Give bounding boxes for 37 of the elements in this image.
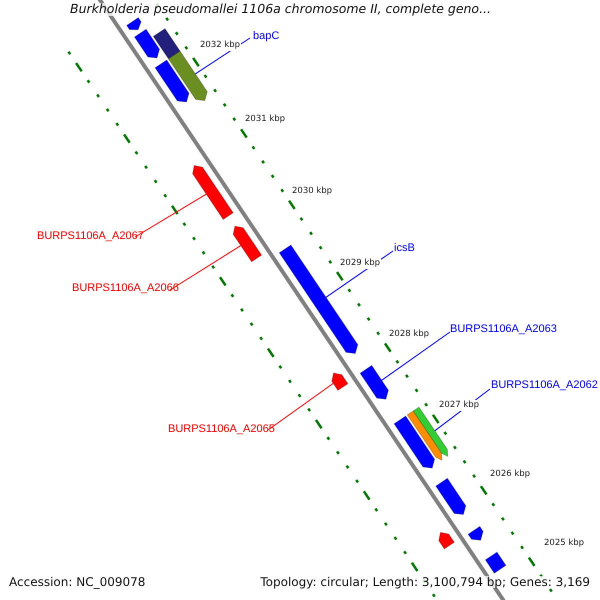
gene-label: icsB	[394, 243, 415, 254]
gene-feature	[232, 226, 262, 262]
gene-feature	[331, 372, 348, 391]
leader-line	[134, 194, 207, 238]
gene-feature	[192, 165, 234, 220]
gene-label: BURPS1106A_A2065	[168, 424, 275, 435]
scale-label: 2029 kbp	[339, 258, 382, 268]
title: Burkholderia pseudomallei 1106a chromosome II, complete geno...	[70, 3, 491, 16]
genome-summary: Topology: circular; Length: 3,100,794 bp; Genes: 3,169	[260, 576, 590, 588]
scale-label: 2025 kbp	[543, 538, 586, 548]
leader-line	[381, 332, 450, 381]
gene-feature	[438, 532, 455, 550]
gene-feature	[412, 406, 448, 458]
gene-label: BURPS1106A_A2066	[72, 283, 179, 294]
scale-label: 2027 kbp	[438, 400, 480, 410]
gene-label: BURPS1106A_A2067	[37, 231, 144, 242]
gene-feature	[168, 50, 208, 102]
gene-feature	[406, 410, 442, 461]
scale-label: 2032 kbp	[199, 40, 242, 50]
leader-line	[170, 245, 242, 290]
gene-feature	[394, 415, 436, 469]
gene-feature	[134, 28, 160, 58]
scale-label: 2030 kbp	[291, 186, 334, 196]
gene-feature	[154, 59, 190, 102]
scale-label: 2028 kbp	[388, 329, 430, 340]
gene-feature	[484, 552, 506, 574]
accession-text: Accession: NC_009078	[9, 576, 146, 588]
gene-label: BURPS1106A_A2062	[491, 380, 598, 391]
gene-feature	[435, 478, 466, 515]
gene-feature	[152, 28, 181, 60]
gene-feature	[468, 526, 484, 541]
gene-label: BURPS1106A_A2063	[450, 324, 557, 335]
gene-label: bapC	[253, 31, 280, 42]
scale-label: 2031 kbp	[244, 114, 286, 124]
scale-label: 2026 kbp	[489, 469, 532, 480]
gene-feature	[360, 364, 389, 400]
leader-line	[268, 382, 334, 430]
